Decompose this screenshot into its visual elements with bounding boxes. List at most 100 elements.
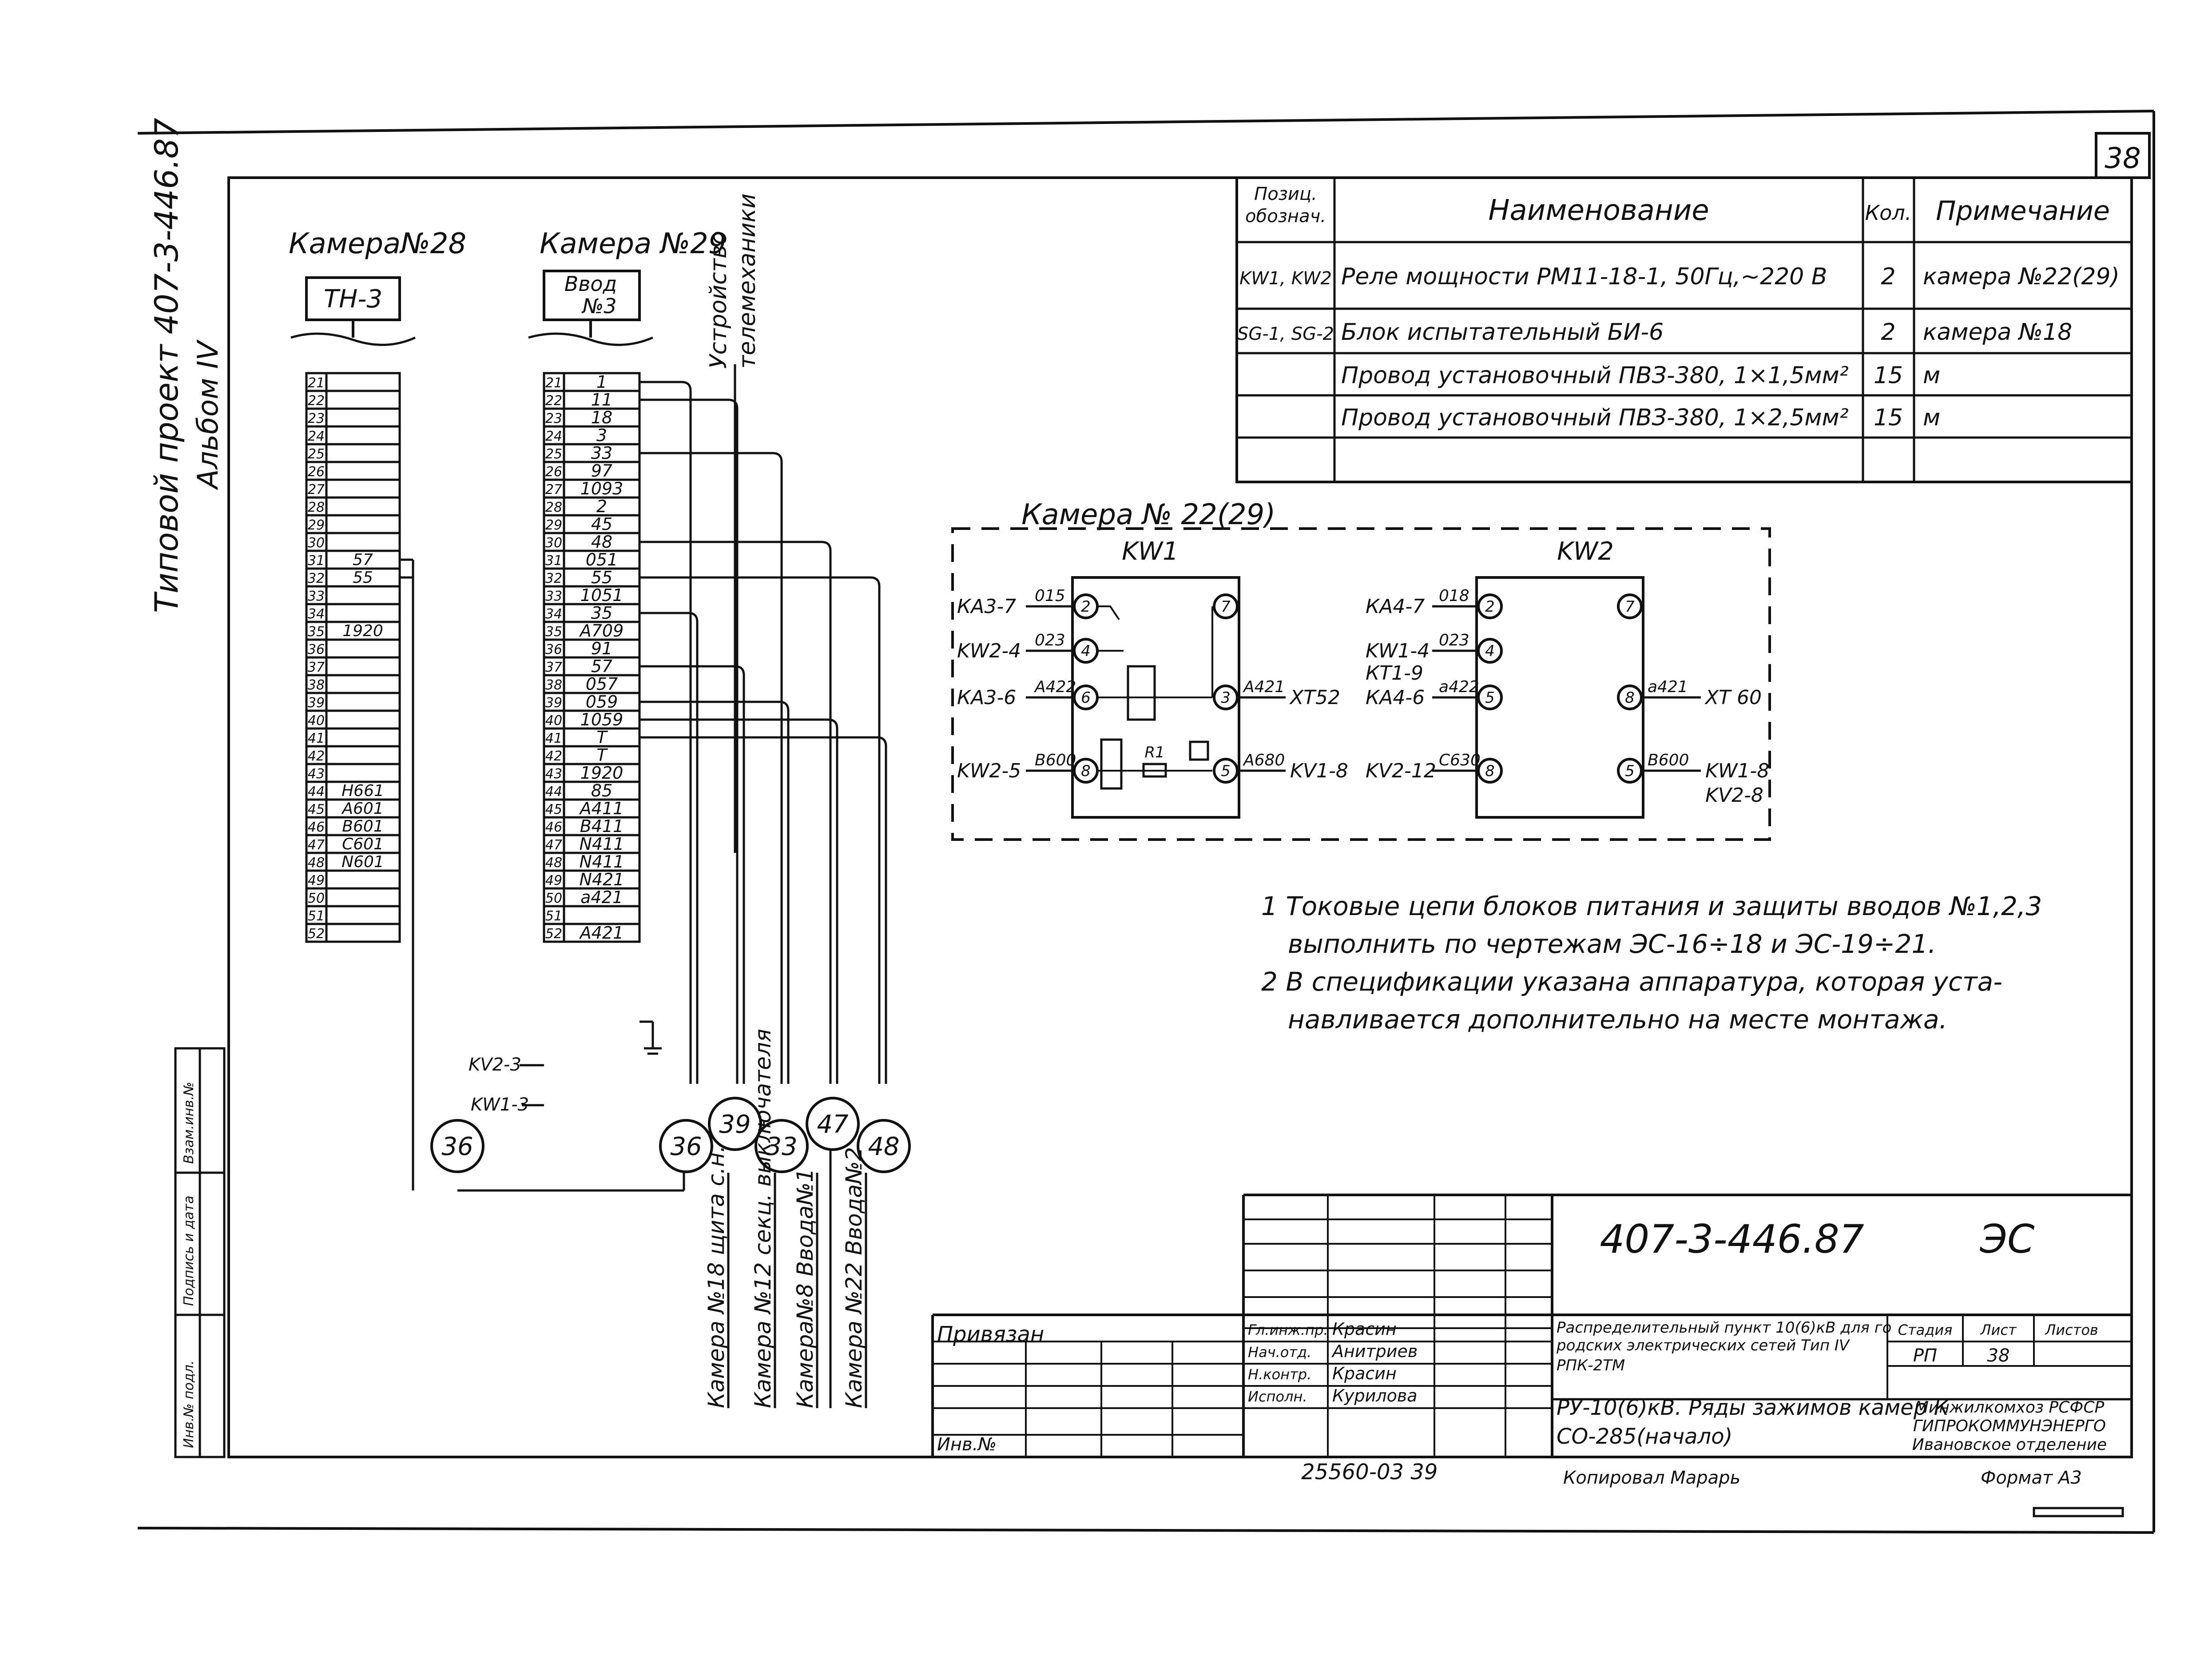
- terminal-wire-label: 91: [591, 639, 612, 658]
- terminal-number: 39: [545, 695, 562, 711]
- terminal-number: 33: [545, 589, 562, 604]
- side-title-project: Типовой проект 407-3-446.87: [148, 118, 185, 613]
- kw2-title: KW2: [1557, 537, 1614, 566]
- title-stage-header: Лист: [1980, 1322, 2017, 1338]
- relay-panel-dashed: [951, 527, 1771, 841]
- terminal-wire-label: 45: [591, 514, 612, 534]
- terminal-label-cell: [325, 372, 401, 392]
- footer-copied: Копировал Марарь: [1563, 1468, 1740, 1488]
- kw2-source: КА4-7: [1366, 595, 1425, 618]
- terminal-number: 42: [308, 748, 325, 764]
- spec-name: Реле мощности РМ11-18-1, 50Гц,~220 В: [1341, 263, 1827, 290]
- terminal-wire-label: 97: [591, 461, 612, 481]
- terminal-wire-label: 1920: [342, 622, 383, 640]
- destination-label: Камера №12 секц. выключателя: [750, 1029, 776, 1408]
- terminal-wire-label: 48: [591, 532, 612, 552]
- bus-wire: [639, 718, 838, 1084]
- stamp-label: Подпись и дата: [181, 1196, 197, 1306]
- terminal-number: 52: [545, 926, 562, 942]
- terminal-number: 43: [308, 766, 325, 782]
- spec-qty: 15: [1874, 405, 1903, 431]
- bus-wire: [639, 612, 699, 1084]
- terminal-wire-label: 1093: [580, 479, 623, 498]
- spec-name: Провод установочный ПВЗ-380, 1×2,5мм²: [1341, 405, 1849, 431]
- title-mark: ЭС: [1980, 1216, 2035, 1262]
- terminal-label-cell: [325, 869, 401, 890]
- spec-name: Блок испытательный БИ-6: [1341, 319, 1664, 346]
- spec-qty: 2: [1881, 263, 1895, 290]
- terminal-label-cell: [325, 478, 401, 499]
- kw1-destination: ХТ52: [1289, 686, 1340, 709]
- terminal-number: 48: [545, 855, 562, 871]
- terminal-number: 39: [308, 695, 325, 711]
- terminal-wire-label: Т: [596, 745, 608, 765]
- spec-note: камера №22(29): [1923, 263, 2120, 290]
- kw2-destination: ХТ 60: [1704, 686, 1762, 709]
- terminal-number: 36: [545, 642, 562, 657]
- break-line: [528, 332, 653, 346]
- kw1-wire: 023: [1035, 631, 1065, 649]
- terminal-label-cell: [325, 585, 401, 605]
- terminal-number: 25: [308, 446, 325, 462]
- format-bar: [2033, 1507, 2124, 1517]
- terminal-number: 33: [308, 589, 325, 604]
- spec-header-pos: Позиц.: [1254, 184, 1317, 204]
- terminal-label-cell: [325, 905, 401, 925]
- spec-header-note: Примечание: [1936, 195, 2110, 227]
- chamber29-device-line2: №3: [581, 294, 616, 318]
- kw1-pin-number: 3: [1221, 689, 1231, 707]
- kw2-pin: [1617, 758, 1643, 784]
- terminal-number: 24: [308, 429, 325, 444]
- terminal-number: 41: [308, 731, 325, 746]
- note-line: навливается дополнительно на месте монта…: [1288, 1004, 1947, 1035]
- terminal-number: 49: [545, 873, 562, 888]
- terminal-number: 47: [545, 837, 562, 853]
- terminal-wire-label: 57: [353, 551, 373, 569]
- title-stage: РП: [1913, 1346, 1937, 1366]
- cable-number: 47: [817, 1110, 849, 1139]
- kw1-source: КА3-7: [957, 595, 1016, 618]
- terminal-number: 45: [308, 802, 325, 817]
- terminal-number: 42: [545, 748, 562, 764]
- terminal-number: 46: [545, 820, 562, 835]
- terminal-number: 22: [545, 393, 562, 409]
- terminal-number: 27: [545, 482, 562, 498]
- spec-header-qty: Кол.: [1865, 201, 1912, 225]
- cable-number: 36: [670, 1132, 702, 1161]
- kw1-pin: [1213, 685, 1239, 710]
- destination-label: Камера №18 щита с.н.: [703, 1145, 729, 1408]
- terminal-number: 51: [308, 908, 325, 924]
- kw1-source: KW2-5: [957, 760, 1021, 782]
- kw1-destination: KV1-8: [1290, 760, 1348, 782]
- kw1-wire: 015: [1035, 587, 1065, 605]
- terminal-label-cell: [325, 692, 401, 712]
- terminal-number: 35: [308, 624, 325, 640]
- telemech-label-1: Устройство: [705, 231, 732, 369]
- title-sheet-no: 38: [1987, 1346, 2010, 1366]
- kw1-pin-number: 6: [1081, 689, 1091, 707]
- kw2-source: KV2-12: [1366, 760, 1436, 782]
- terminal-number: 38: [308, 677, 325, 693]
- terminal-label-cell: [325, 709, 401, 730]
- kw1-pin-number: 8: [1081, 762, 1091, 780]
- cable-number-circle: [708, 1097, 762, 1151]
- side-title-album: Альбом IV: [192, 339, 225, 490]
- kw1-coil2: [1100, 738, 1123, 790]
- terminal-wire-label: 059: [586, 692, 618, 712]
- terminal-wire-label: N411: [580, 834, 624, 854]
- kw2-pin-number: 4: [1485, 642, 1495, 660]
- terminal-number: 43: [545, 766, 562, 782]
- terminal-number: 25: [545, 446, 562, 462]
- kw1-pin-number: 7: [1221, 598, 1231, 616]
- title-name: Красин: [1332, 1364, 1397, 1383]
- kw2-wire: 023: [1439, 631, 1469, 649]
- kw1-title: KW1: [1122, 537, 1179, 566]
- bus-wire: [639, 381, 692, 1084]
- terminal-number: 40: [308, 713, 325, 729]
- title-role: Исполн.: [1248, 1388, 1307, 1405]
- terminal-number: 45: [545, 802, 562, 817]
- kw1-3-label: KW1-3: [471, 1095, 529, 1115]
- terminal-wire-label: 1059: [580, 710, 623, 729]
- title-role: Н.контр.: [1248, 1366, 1311, 1383]
- terminal-number: 37: [545, 660, 562, 675]
